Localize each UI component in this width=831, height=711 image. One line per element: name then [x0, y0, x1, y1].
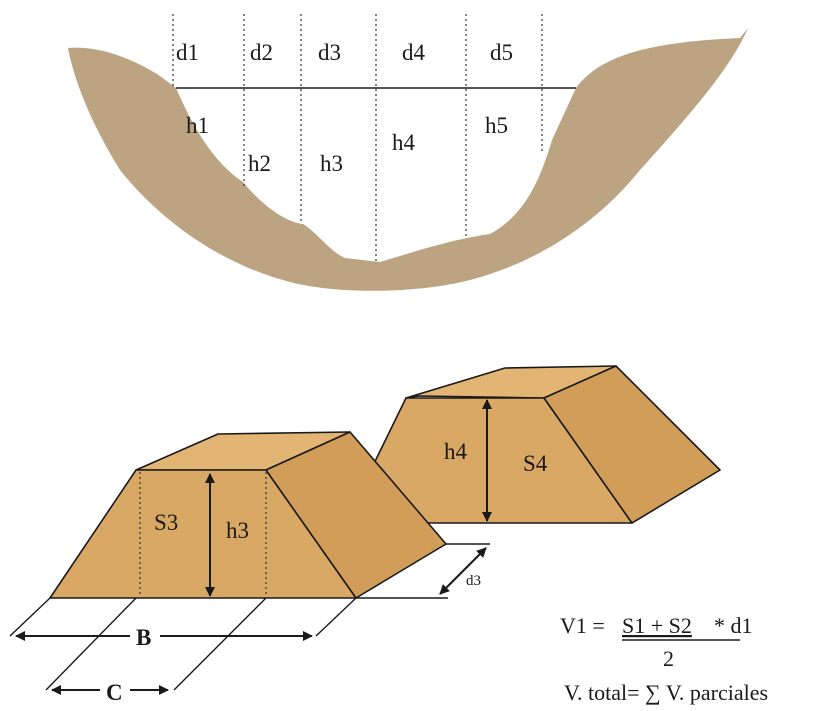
ext-line-c-left	[45, 597, 137, 691]
prism-back-area-label: S4	[523, 451, 548, 476]
section-dividers	[172, 14, 543, 262]
formula-numerator: S1 + S2	[622, 613, 692, 638]
ext-line-b-left	[9, 597, 51, 637]
volume-formula: V1 = S1 + S2 * d1 2 V. total= ∑ V. parci…	[560, 613, 768, 705]
formula-total: V. total= ∑ V. parciales	[564, 680, 768, 705]
depth-label-h5: h5	[485, 113, 508, 138]
ext-line-b-right	[315, 597, 357, 637]
depth-label-h4: h4	[392, 130, 416, 155]
prism-back-side-face	[543, 365, 721, 524]
width-label-d3: d3	[318, 40, 341, 65]
c-dimension-label: C	[106, 680, 123, 705]
width-label-d2: d2	[250, 40, 273, 65]
channel-cross-section: d1 d2 d3 d4 d5 h1 h2 h3 h4 h5	[68, 14, 748, 291]
prism-back-height-label: h4	[444, 439, 468, 464]
prism-back	[361, 365, 721, 524]
d3-dimension-arrow	[439, 547, 487, 595]
depth-label-h3: h3	[320, 151, 343, 176]
formula-denominator: 2	[663, 646, 674, 671]
prism-front	[49, 431, 447, 599]
prism-front-height-label: h3	[226, 518, 249, 543]
c-label-background	[100, 678, 130, 704]
width-label-d1: d1	[176, 40, 199, 65]
depth-label-h2: h2	[248, 151, 271, 176]
soil-band	[68, 28, 748, 291]
prism-front-area-label: S3	[154, 510, 178, 535]
d3-dimension-label: d3	[466, 573, 481, 589]
formula-times: * d1	[714, 613, 753, 638]
width-label-d4: d4	[402, 40, 426, 65]
b-label-background	[130, 624, 160, 650]
b-dimension-label: B	[136, 625, 151, 650]
ext-line-c-right	[173, 597, 267, 691]
formula-lhs: V1 =	[560, 613, 605, 638]
width-label-d5: d5	[490, 40, 513, 65]
depth-label-h1: h1	[186, 113, 209, 138]
